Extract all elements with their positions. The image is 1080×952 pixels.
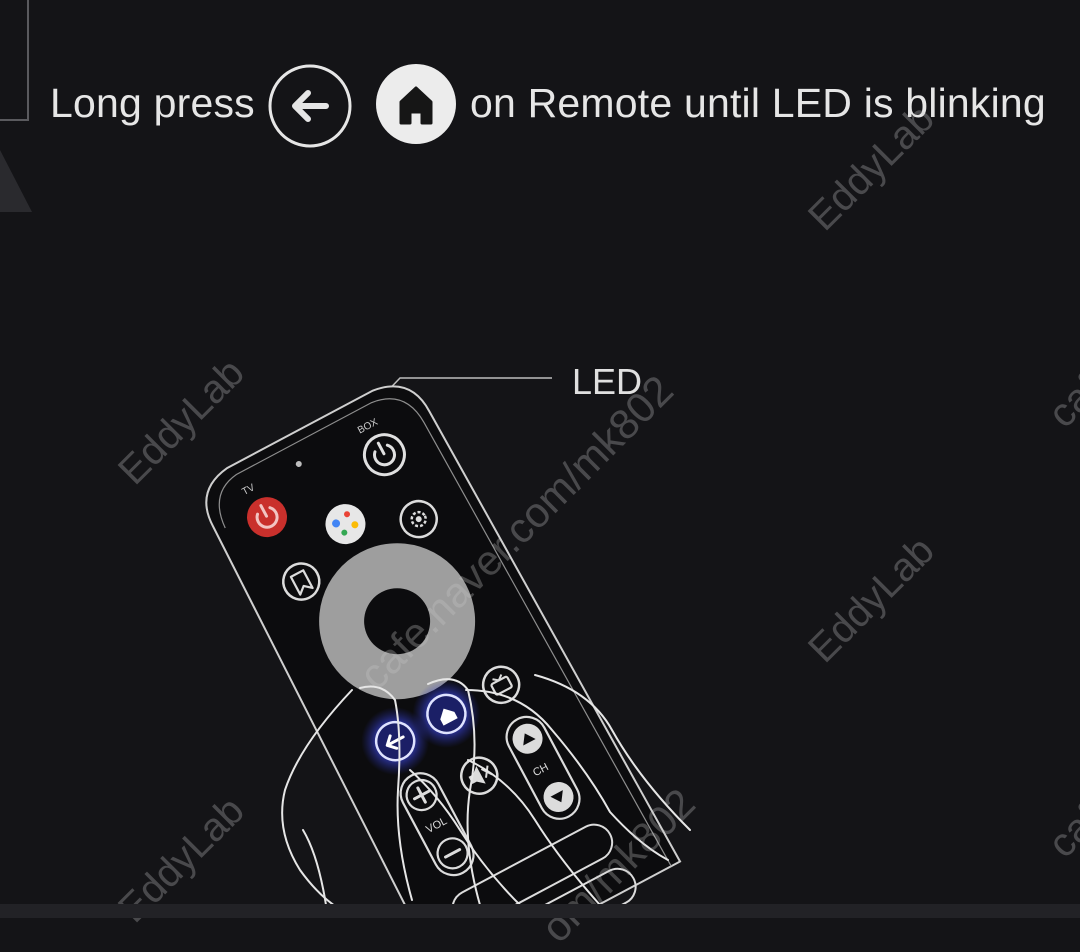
app-button-outline [474, 867, 637, 918]
tv-label: TV [240, 482, 257, 498]
tv-input-icon [481, 665, 521, 705]
instruction-suffix: on Remote until LED is blinking [470, 80, 1046, 126]
corner-fragment [0, 0, 32, 212]
hand-outline [281, 674, 691, 909]
settings-gear-icon [399, 499, 438, 539]
led-indicator-icon [295, 460, 302, 467]
home-button-icon [376, 64, 456, 144]
channel-rocker: CH [505, 715, 581, 820]
tv-power-icon [247, 497, 288, 538]
instruction-prefix: Long press [50, 80, 255, 126]
bottom-bar [0, 904, 1080, 918]
bookmark-icon [282, 562, 321, 601]
remote-back-button-icon [361, 707, 430, 776]
assistant-icon [325, 504, 366, 545]
box-power-icon [362, 433, 406, 477]
led-label: LED [572, 361, 643, 402]
back-button-icon [268, 64, 352, 148]
dpad-ring [319, 543, 476, 700]
remote-home-button-icon [412, 679, 481, 748]
instruction-line: Long press on Remote until LED is blinki… [0, 62, 1080, 152]
remote-body: TV BOX [205, 385, 682, 918]
remote-illustration: TV BOX [205, 385, 691, 918]
